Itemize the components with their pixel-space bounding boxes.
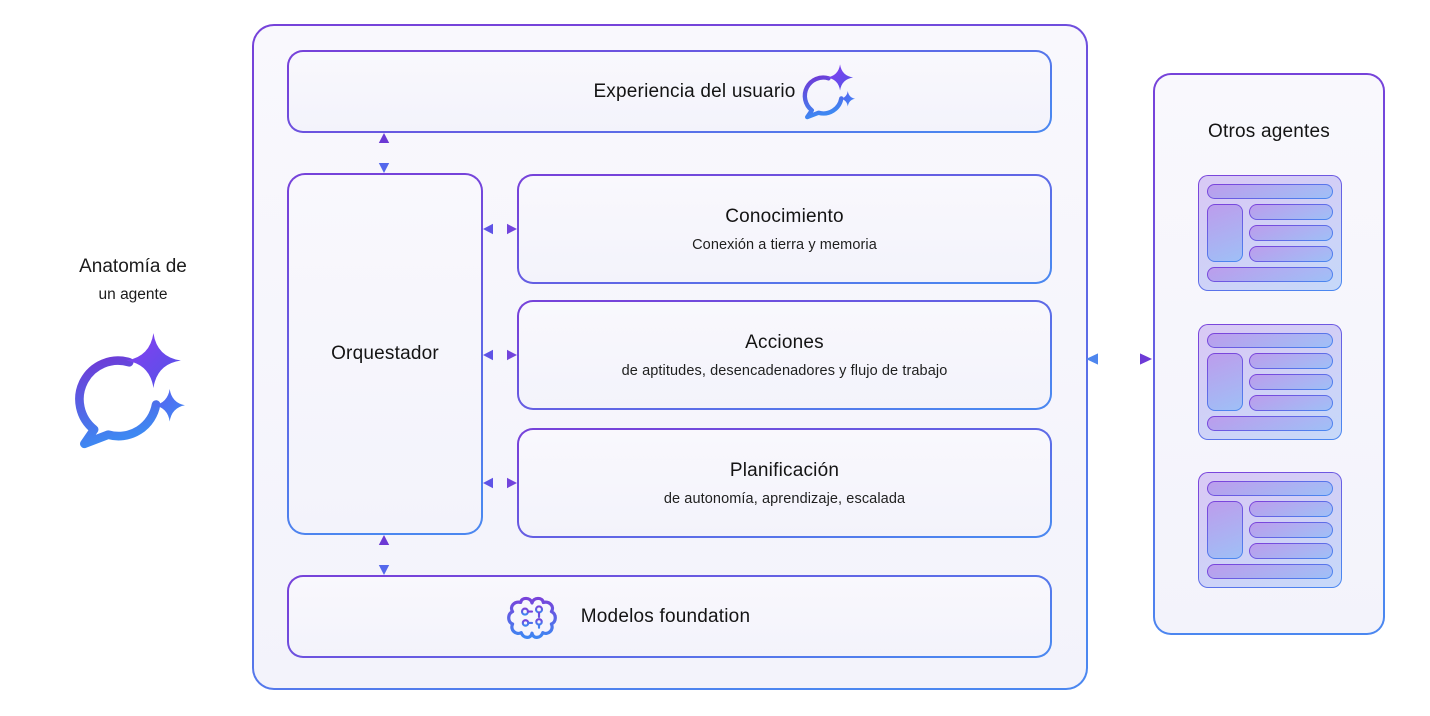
agent-window-row <box>1249 543 1333 559</box>
agent-window-row <box>1249 501 1333 517</box>
foundation-models-box: Modelos foundation <box>287 575 1052 658</box>
actions-title: Acciones <box>745 331 824 353</box>
agent-window-sidebar <box>1207 501 1243 559</box>
agent-window-row <box>1249 246 1333 262</box>
planning-box: Planificación de autonomía, aprendizaje,… <box>517 428 1052 538</box>
arrow-orchestrator-models <box>378 535 390 575</box>
arrow-ux-orchestrator <box>378 133 390 173</box>
user-experience-box: Experiencia del usuario <box>287 50 1052 133</box>
arrow-orchestrator-actions <box>483 349 517 361</box>
orchestrator-label: Orquestador <box>331 343 439 364</box>
agent-window-titlebar <box>1207 333 1333 348</box>
agent-window-titlebar <box>1207 184 1333 199</box>
agent-window-row <box>1249 225 1333 241</box>
planning-title: Planificación <box>729 459 840 481</box>
agent-window-sidebar <box>1207 353 1243 411</box>
other-agents-panel: Otros agentes <box>1153 73 1385 635</box>
agent-window-icon <box>1198 472 1342 588</box>
agent-window-row <box>1249 395 1333 411</box>
agent-window-titlebar <box>1207 481 1333 496</box>
agent-window-statusbar <box>1207 267 1333 282</box>
arrow-orchestrator-planning <box>483 477 517 489</box>
orchestrator-box: Orquestador <box>287 173 483 535</box>
copilot-sparkle-chat-icon <box>75 333 185 449</box>
copilot-sparkle-chat-icon <box>802 64 855 120</box>
agent-window-statusbar <box>1207 416 1333 431</box>
caption-line-2: un agente <box>98 286 168 303</box>
agent-window-statusbar <box>1207 564 1333 579</box>
other-agents-title: Otros agentes <box>1208 121 1330 142</box>
agent-window-sidebar <box>1207 204 1243 262</box>
arrow-container-other-agents <box>1086 353 1152 365</box>
actions-subtitle: de aptitudes, desencadenadores y flujo d… <box>621 362 948 379</box>
agent-window-icon <box>1198 175 1342 291</box>
foundation-models-label: Modelos foundation <box>580 605 751 627</box>
knowledge-title: Conocimiento <box>725 205 844 227</box>
diagram-caption: Anatomía de un agente <box>38 256 228 304</box>
agent-window-icon <box>1198 324 1342 440</box>
brain-circuit-icon <box>506 596 557 639</box>
knowledge-subtitle: Conexión a tierra y memoria <box>692 236 877 253</box>
actions-box: Acciones de aptitudes, desencadenadores … <box>517 300 1052 410</box>
knowledge-box: Conocimiento Conexión a tierra y memoria <box>517 174 1052 284</box>
caption-line-1: Anatomía de <box>79 256 187 277</box>
user-experience-label: Experiencia del usuario <box>593 80 796 102</box>
agent-window-row <box>1249 522 1333 538</box>
agent-window-row <box>1249 374 1333 390</box>
arrow-orchestrator-knowledge <box>483 223 517 235</box>
agent-window-row <box>1249 204 1333 220</box>
agent-window-row <box>1249 353 1333 369</box>
planning-subtitle: de autonomía, aprendizaje, escalada <box>663 490 906 507</box>
